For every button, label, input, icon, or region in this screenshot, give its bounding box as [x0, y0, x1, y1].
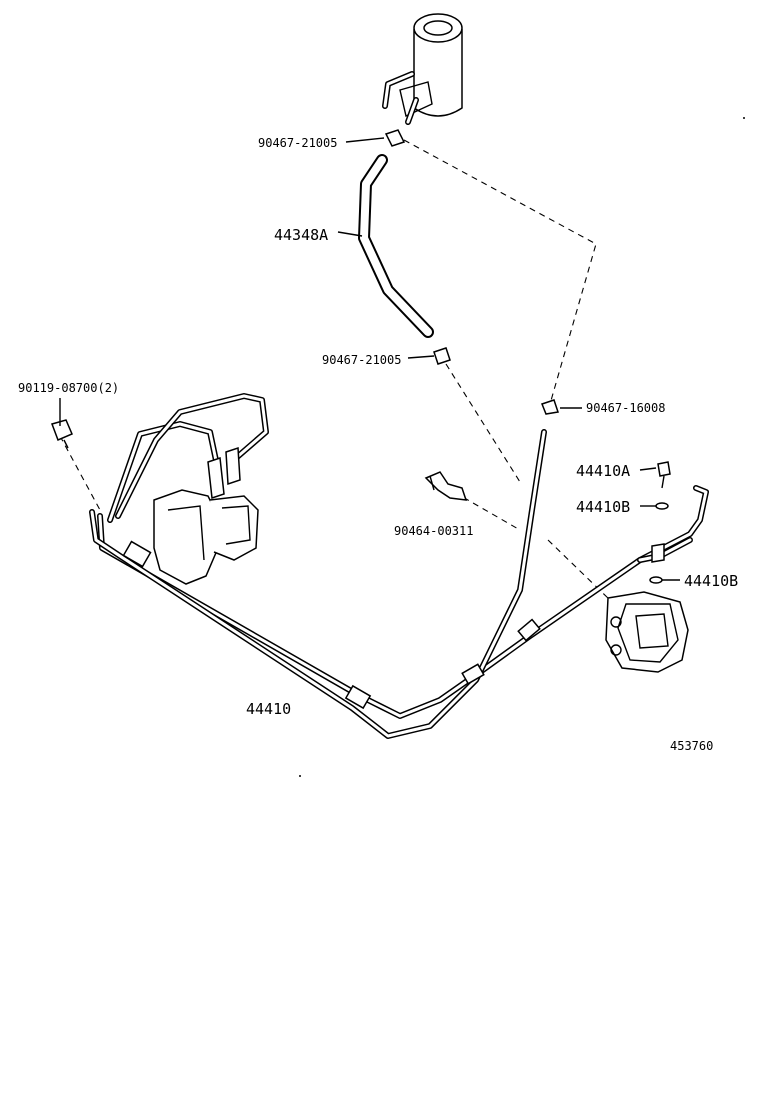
label-return-hose: 44348A: [274, 226, 328, 244]
speck: [299, 775, 301, 777]
gasket-44410b-upper-part: [655, 502, 669, 510]
hose-clamp-upper-part: [384, 129, 406, 147]
union-bolt-part: [51, 419, 73, 449]
label-diagram-id: 453760: [670, 739, 713, 753]
pump-body: [153, 489, 259, 585]
label-tube-assembly: 44410: [246, 700, 291, 718]
return-hose-part: [358, 154, 434, 338]
reservoir-tank: [382, 13, 463, 125]
union-bolt-44410a-part: [657, 461, 671, 489]
label-union-bolt: 90119-08700(2): [18, 381, 119, 395]
label-gasket-44410b-upper: 44410B: [576, 498, 630, 516]
label-gasket-44410b-lower: 44410B: [684, 572, 738, 590]
label-union-bolt-44410a: 44410A: [576, 462, 630, 480]
gasket-44410b-lower-part: [649, 576, 663, 584]
label-clip-small: 90467-16008: [586, 401, 665, 415]
label-hose-clamp-lower: 90467-21005: [322, 353, 401, 367]
label-hose-clamp-upper: 90467-21005: [258, 136, 337, 150]
hose-clamp-lower-part: [433, 347, 451, 365]
label-clamp-bracket: 90464-00311: [394, 524, 473, 538]
clip-small-part: [541, 399, 559, 415]
speck: [743, 117, 745, 119]
tube-assembly: [89, 393, 709, 739]
clamp-bracket-part: [424, 471, 468, 501]
gear-box: [605, 591, 689, 673]
label-leaders: [59, 137, 680, 581]
